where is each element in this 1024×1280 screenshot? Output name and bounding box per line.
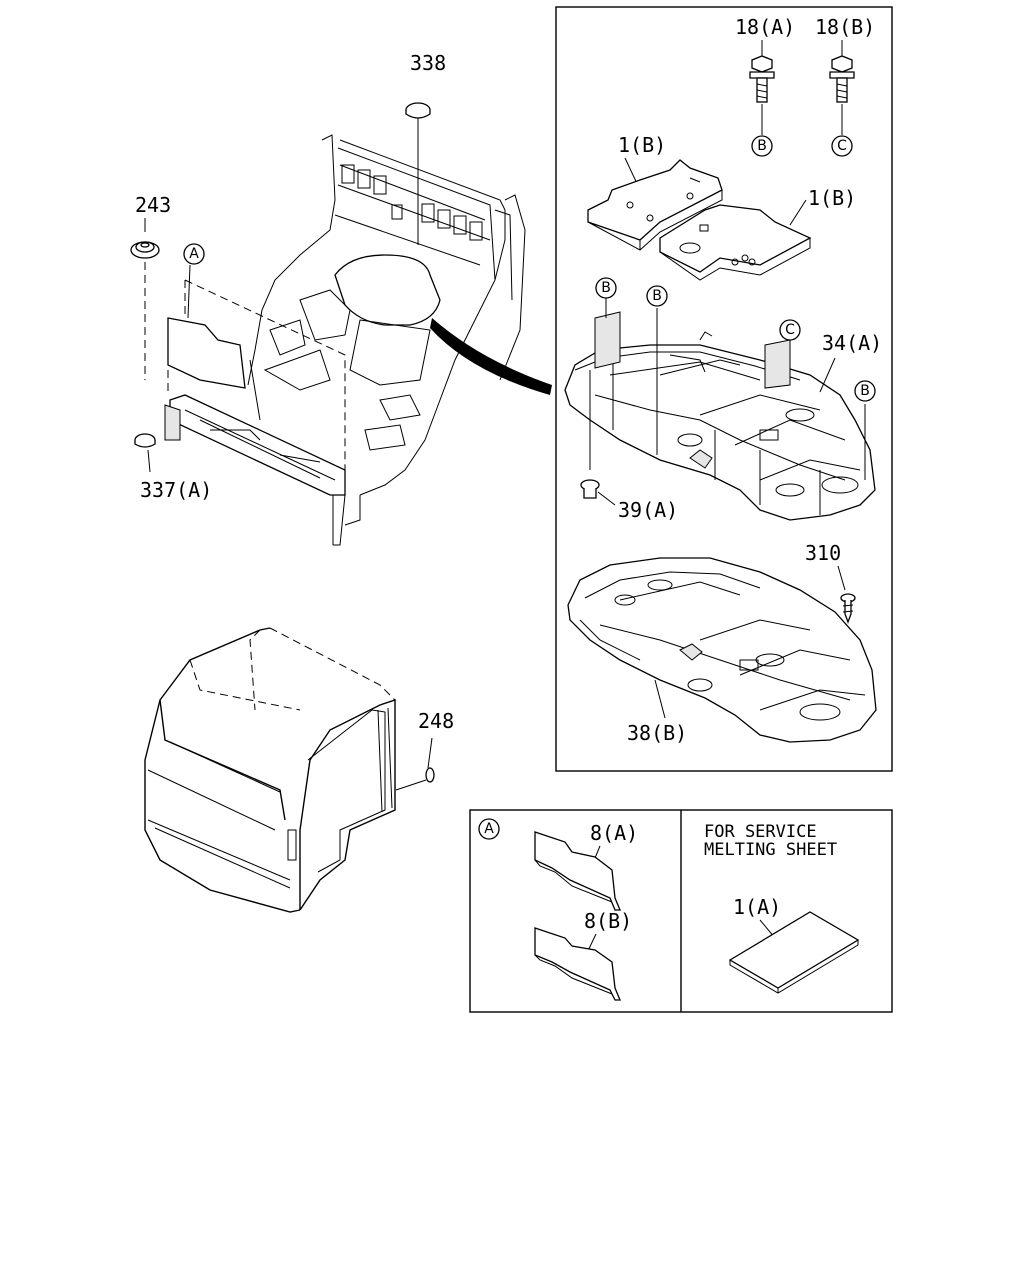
detail-frame bbox=[555, 6, 893, 772]
ref-mark-a: A bbox=[189, 246, 199, 262]
bolt-18b-icon bbox=[829, 55, 855, 103]
callout-18b: 18(B) bbox=[815, 15, 875, 39]
callout-8a: 8(A) bbox=[590, 821, 638, 845]
clip-248-icon bbox=[425, 767, 435, 783]
insulator-1b-left-icon bbox=[587, 159, 723, 251]
grommet-243-icon bbox=[130, 241, 160, 259]
ref-mark-b-right: B bbox=[860, 383, 870, 399]
callout-39a: 39(A) bbox=[618, 498, 678, 522]
insulator-8a-icon bbox=[534, 831, 621, 911]
callout-243: 243 bbox=[135, 193, 171, 217]
floor-mat-38b-icon bbox=[567, 557, 877, 743]
ref-mark-c-bolt: C bbox=[837, 138, 847, 154]
service-note-line1: FOR SERVICE bbox=[704, 822, 817, 842]
clip-39a-icon bbox=[580, 479, 600, 499]
callout-1a: 1(A) bbox=[733, 895, 781, 919]
screw-310-icon bbox=[840, 593, 856, 624]
callout-18a: 18(A) bbox=[735, 15, 795, 39]
ref-mark-b-left1: B bbox=[601, 280, 611, 296]
insulator-8b-icon bbox=[534, 927, 621, 1001]
callout-34a: 34(A) bbox=[822, 331, 882, 355]
cab-exterior bbox=[144, 627, 396, 913]
callout-338: 338 bbox=[410, 51, 446, 75]
cab-floor-assembly bbox=[164, 118, 552, 546]
melting-sheet-1a-icon bbox=[728, 911, 860, 994]
service-note-line2: MELTING SHEET bbox=[704, 840, 837, 860]
ref-mark-b-left2: B bbox=[652, 288, 662, 304]
plug-337a-icon bbox=[134, 433, 156, 448]
callout-38b: 38(B) bbox=[627, 721, 687, 745]
callout-337a: 337(A) bbox=[140, 478, 212, 502]
ref-mark-a-inset: A bbox=[484, 821, 494, 837]
ref-mark-c-mid: C bbox=[785, 322, 795, 338]
plug-338-icon bbox=[405, 102, 431, 119]
bolt-18a-icon bbox=[749, 55, 775, 103]
ref-mark-b-bolt: B bbox=[757, 138, 767, 154]
callout-1b-top: 1(B) bbox=[618, 133, 666, 157]
callout-248: 248 bbox=[418, 709, 454, 733]
callout-8b: 8(B) bbox=[584, 909, 632, 933]
callout-310: 310 bbox=[805, 541, 841, 565]
insulator-1b-right-icon bbox=[659, 204, 812, 281]
callout-1b-right: 1(B) bbox=[808, 186, 856, 210]
